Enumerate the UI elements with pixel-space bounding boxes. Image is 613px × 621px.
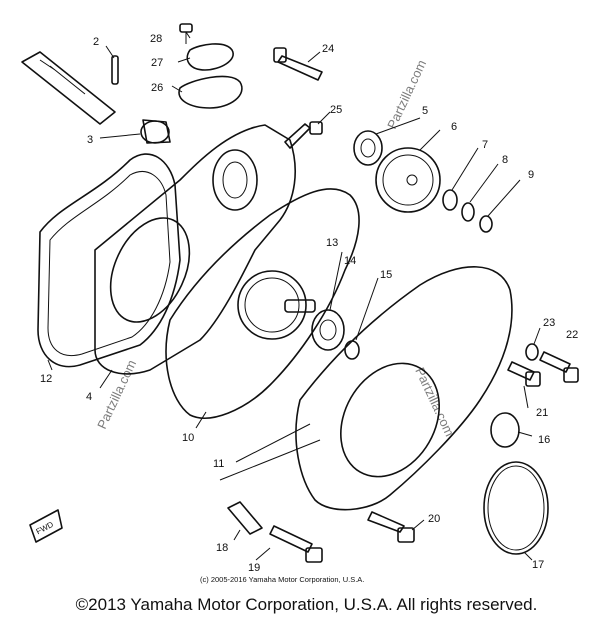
callout-7: 7 [482, 139, 488, 151]
gear-13 [237, 270, 316, 340]
washer-23 [525, 343, 539, 361]
callout-5: 5 [422, 105, 428, 117]
callout-18: 18 [216, 542, 228, 554]
cover-11 [295, 266, 513, 511]
bolt-21 [507, 361, 541, 387]
callout-21: 21 [536, 407, 548, 419]
callout-16: 16 [538, 434, 550, 446]
bolt-19 [269, 525, 323, 563]
watermark: Partzilla.com [384, 57, 429, 131]
callout-10: 10 [182, 432, 194, 444]
collar-3 [140, 119, 171, 144]
callout-15: 15 [380, 269, 392, 281]
callout-19: 19 [248, 562, 260, 574]
callout-23: 23 [543, 317, 555, 329]
callout-24: 24 [322, 43, 334, 55]
gasket-12 [37, 153, 181, 368]
callout-13: 13 [326, 237, 338, 249]
plate-27 [186, 43, 234, 71]
copyright-footer: ©2013 Yamaha Motor Corporation, U.S.A. A… [75, 595, 538, 614]
callout-11: 11 [213, 458, 224, 470]
callout-3: 3 [87, 134, 93, 146]
callout-2: 2 [93, 36, 99, 48]
inline-copyright: (c) 2005-2016 Yamaha Motor Corporation, … [200, 575, 364, 584]
callout-9: 9 [528, 169, 534, 181]
callout-22: 22 [566, 329, 578, 341]
bearing-14 [311, 309, 345, 351]
callout-17: 17 [532, 559, 544, 571]
dowel-18 [227, 501, 263, 535]
washer-8 [461, 202, 475, 222]
watermark: Partzilla.com [94, 357, 139, 431]
callout-28: 28 [150, 33, 162, 45]
gasket-10 [165, 188, 360, 419]
screw-28 [179, 23, 193, 44]
parts-diagram: Partzilla.com Partzilla.com Partzilla.co… [21, 23, 579, 584]
circlip-16 [490, 412, 520, 448]
callout-20: 20 [428, 513, 440, 525]
bolt-22 [539, 351, 579, 383]
leader-lines [47, 31, 541, 561]
oring-17 [483, 461, 549, 555]
callout-12: 12 [40, 373, 52, 385]
callout-27: 27 [151, 57, 163, 69]
watermark: Partzilla.com [412, 365, 457, 439]
callout-14: 14 [344, 255, 356, 267]
direction-tag: FWD [29, 509, 63, 543]
callout-26: 26 [151, 82, 163, 94]
bearing-5 [353, 130, 383, 166]
callout-6: 6 [451, 121, 457, 133]
pin-2 [111, 55, 119, 85]
shaft-1 [21, 51, 116, 125]
gear-6 [375, 147, 441, 213]
gasket-26 [178, 75, 243, 109]
bolt-24 [273, 47, 323, 81]
callout-8: 8 [502, 154, 508, 166]
bolt-25 [284, 121, 323, 149]
callout-4: 4 [86, 391, 92, 403]
bolt-20 [367, 511, 415, 543]
cover-4 [94, 124, 296, 375]
circlip-9 [479, 215, 493, 233]
callout-25: 25 [330, 104, 342, 116]
circlip-15 [344, 340, 360, 360]
washer-7 [442, 189, 458, 211]
